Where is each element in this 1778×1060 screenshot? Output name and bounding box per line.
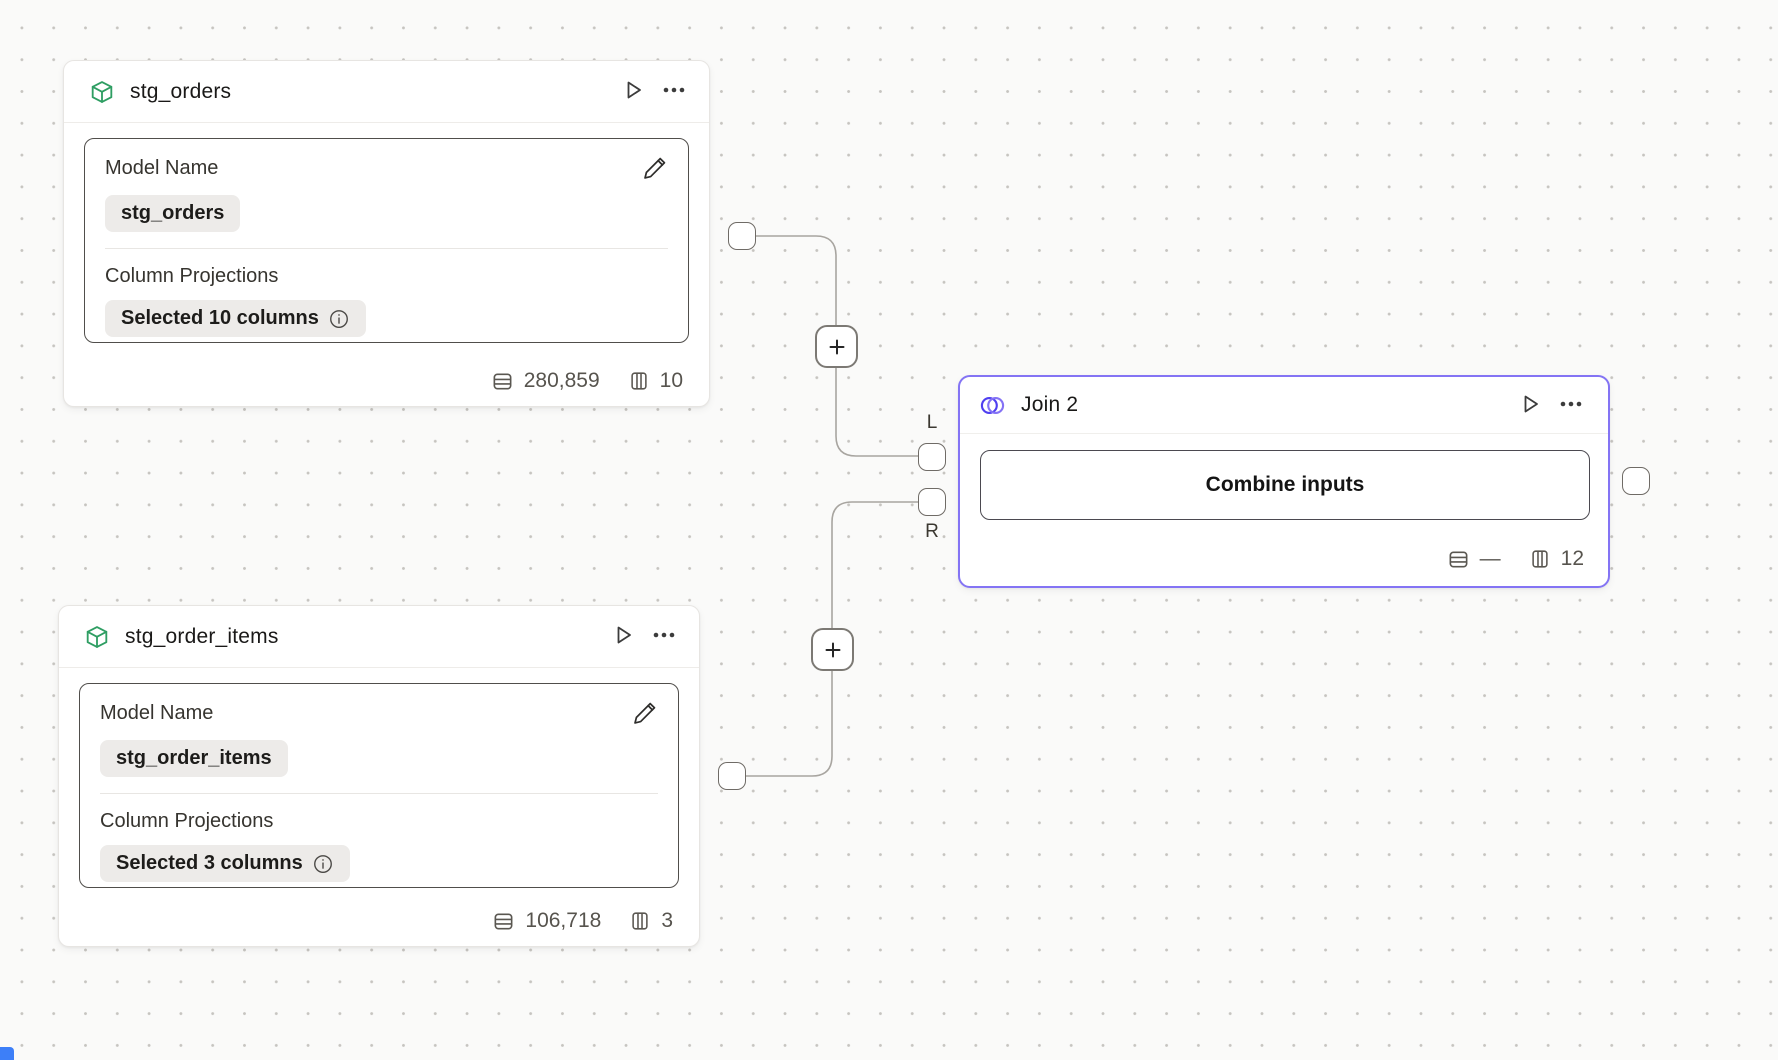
selection-artifact: [0, 1047, 14, 1060]
add-step-button-edge-left[interactable]: [815, 325, 858, 368]
column-count-stat: 3: [629, 909, 673, 933]
node-title: stg_orders: [130, 79, 232, 103]
column-count-value: 10: [659, 369, 683, 392]
play-icon: [611, 623, 635, 650]
node-stg-orders[interactable]: stg_orders Model Name stg_orders: [63, 60, 710, 407]
panel-divider: [105, 248, 668, 249]
header-controls: [1518, 392, 1584, 419]
node-menu-button[interactable]: [661, 78, 687, 105]
combine-inputs-button[interactable]: Combine inputs: [980, 450, 1590, 520]
column-projections-value: Selected 3 columns: [116, 852, 303, 874]
ellipsis-icon: [1558, 392, 1584, 419]
column-projections-chip[interactable]: Selected 10 columns: [105, 300, 366, 337]
edit-model-name-button[interactable]: [642, 155, 668, 184]
run-node-button[interactable]: [621, 78, 645, 105]
model-name-label: Model Name: [105, 157, 219, 179]
join-venn-icon: [979, 392, 1006, 419]
row-count-stat: 106,718: [492, 909, 601, 933]
rows-icon: [491, 370, 514, 393]
output-port-join[interactable]: [1622, 467, 1650, 495]
row-count-stat: —: [1447, 547, 1501, 571]
rows-icon: [1447, 548, 1470, 571]
ellipsis-icon: [661, 78, 687, 105]
node-header: stg_orders: [64, 61, 709, 123]
column-count-stat: 10: [628, 369, 683, 393]
column-count-stat: 12: [1529, 547, 1584, 571]
ellipsis-icon: [651, 623, 677, 650]
plus-icon: [827, 337, 847, 357]
columns-icon: [629, 910, 651, 932]
panel-divider: [100, 793, 658, 794]
play-icon: [1518, 392, 1542, 419]
model-name-label: Model Name: [100, 702, 214, 724]
left-port-label: L: [926, 412, 938, 433]
column-count-value: 3: [661, 909, 673, 932]
plus-icon: [823, 640, 843, 660]
join-input-port-left[interactable]: [918, 443, 946, 471]
edit-model-name-button[interactable]: [632, 700, 658, 729]
columns-icon: [628, 370, 650, 392]
row-count-value: 280,859: [523, 369, 600, 392]
right-port-label: R: [925, 521, 939, 542]
add-step-button-edge-right[interactable]: [811, 628, 854, 671]
node-footer: — 12: [1447, 547, 1584, 571]
row-count-value: 106,718: [525, 909, 602, 932]
header-controls: [611, 623, 677, 650]
header-controls: [621, 78, 687, 105]
run-node-button[interactable]: [611, 623, 635, 650]
model-name-value: stg_order_items: [116, 747, 272, 769]
node-footer: 280,859 10: [491, 369, 683, 393]
play-icon: [621, 78, 645, 105]
node-config-panel: Model Name stg_orders Column Projections…: [84, 138, 689, 343]
node-header: stg_order_items: [59, 606, 699, 668]
column-count-value: 12: [1560, 547, 1584, 570]
pencil-icon: [642, 155, 668, 184]
model-name-chip[interactable]: stg_orders: [105, 195, 241, 232]
join-input-port-right[interactable]: [918, 488, 946, 516]
node-menu-button[interactable]: [651, 623, 677, 650]
column-projections-label: Column Projections: [105, 265, 279, 287]
node-title: stg_order_items: [125, 624, 279, 648]
output-port-stg-order-items[interactable]: [718, 762, 746, 790]
node-config-panel: Model Name stg_order_items Column Projec…: [79, 683, 679, 888]
column-projections-label: Column Projections: [100, 810, 274, 832]
model-name-chip[interactable]: stg_order_items: [100, 740, 288, 777]
node-title: Join 2: [1021, 393, 1079, 416]
row-count-value: —: [1479, 547, 1501, 570]
rows-icon: [492, 910, 515, 933]
pencil-icon: [632, 700, 658, 729]
model-name-value: stg_orders: [121, 202, 225, 224]
node-join-2[interactable]: Join 2 Combine inputs — 12: [958, 375, 1610, 588]
cube-icon: [89, 79, 115, 105]
info-icon: [312, 853, 334, 875]
columns-icon: [1529, 548, 1551, 570]
output-port-stg-orders[interactable]: [728, 222, 756, 250]
column-projections-value: Selected 10 columns: [121, 307, 319, 329]
node-header: Join 2: [960, 377, 1608, 434]
node-stg-order-items[interactable]: stg_order_items Model Name stg_order_ite…: [58, 605, 700, 947]
node-footer: 106,718 3: [492, 909, 673, 933]
node-menu-button[interactable]: [1558, 392, 1584, 419]
cube-icon: [84, 624, 110, 650]
run-node-button[interactable]: [1518, 392, 1542, 419]
info-icon: [328, 308, 350, 330]
column-projections-chip[interactable]: Selected 3 columns: [100, 845, 350, 882]
row-count-stat: 280,859: [491, 369, 600, 393]
